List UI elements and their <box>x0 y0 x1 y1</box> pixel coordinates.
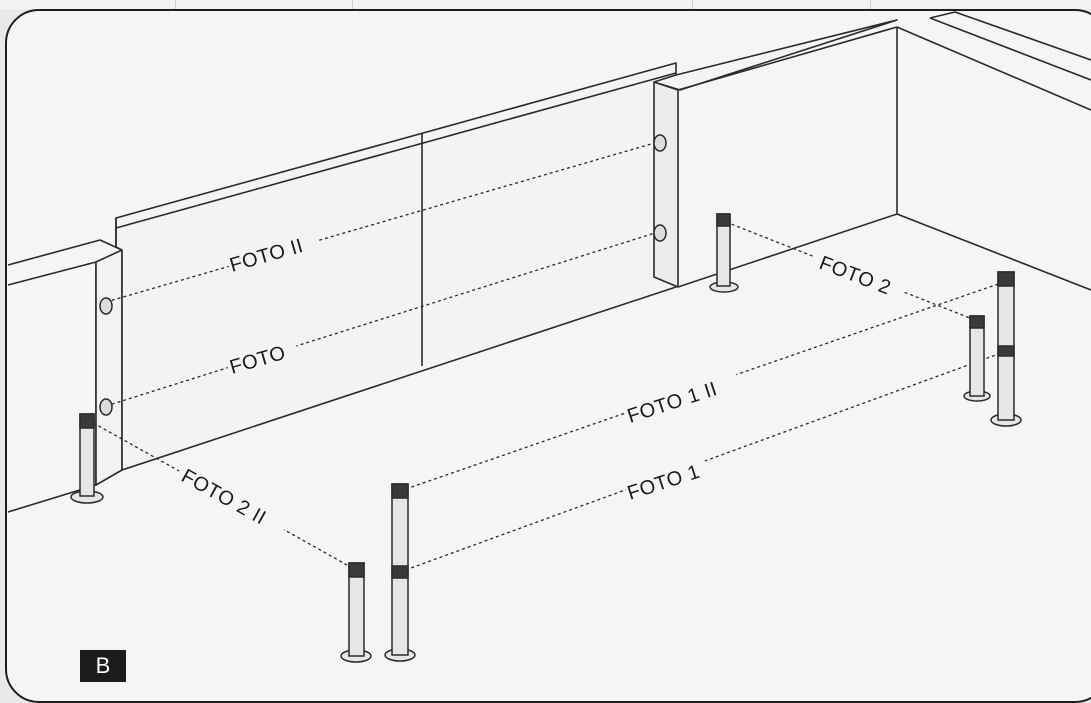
post-right-short <box>963 315 991 402</box>
right-wall <box>896 11 1091 291</box>
figure-letter-badge: B <box>80 650 126 682</box>
gate-installation-diagram: FOTO II FOTO FOTO 2 FOTO 1 II FOTO 1 FOT… <box>7 11 1091 663</box>
post-back <box>709 213 739 293</box>
post-front-short <box>340 562 372 663</box>
gate-panel <box>115 62 677 471</box>
right-pillar <box>653 19 898 288</box>
left-wall <box>7 239 123 513</box>
photocell-lenses <box>99 134 667 416</box>
top-strip <box>0 0 1091 9</box>
post-right-tall <box>990 271 1022 427</box>
post-left <box>70 413 104 504</box>
photocell-posts <box>70 213 1022 663</box>
post-front-tall <box>384 483 416 662</box>
